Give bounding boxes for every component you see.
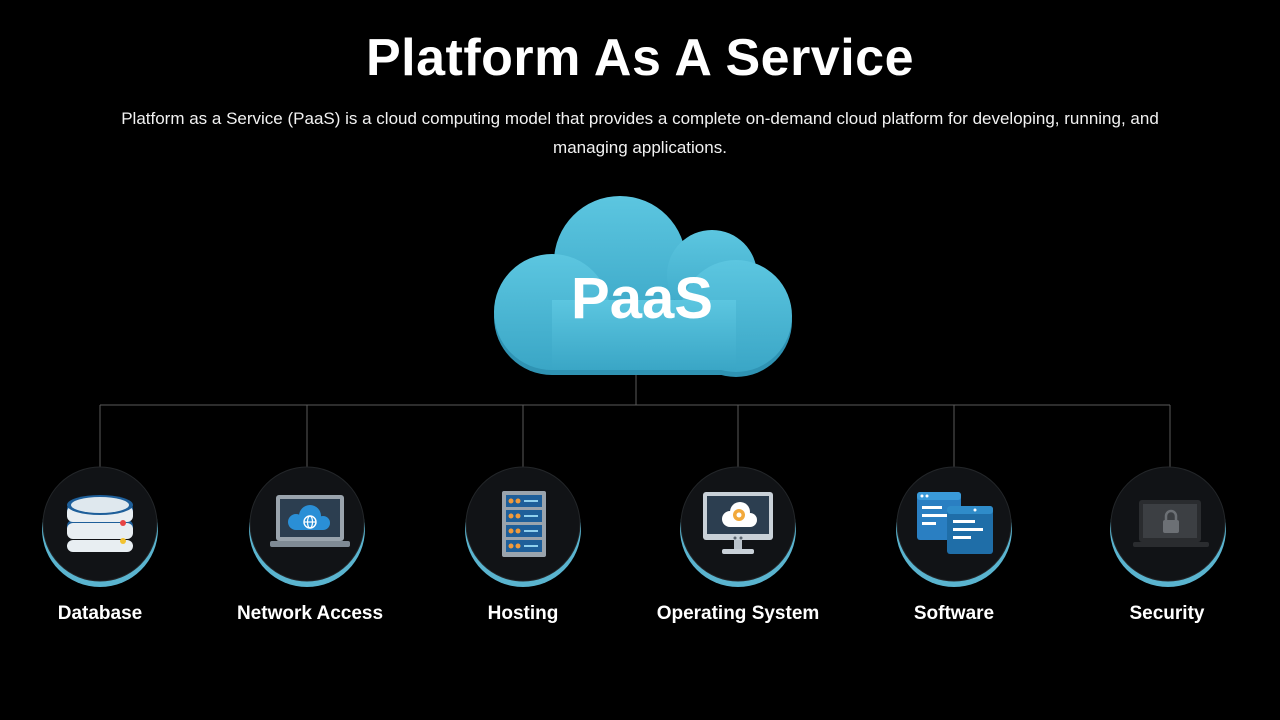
monitor-gear-icon bbox=[703, 492, 773, 554]
page-subtitle: Platform as a Service (PaaS) is a cloud … bbox=[121, 109, 1159, 157]
laptop-cloud-icon bbox=[270, 495, 350, 547]
item-label-database: Database bbox=[57, 603, 143, 624]
paas-cloud: PaaS bbox=[494, 196, 792, 377]
server-rack-icon bbox=[502, 491, 546, 557]
cloud-label: PaaS bbox=[571, 266, 713, 331]
icon-circles bbox=[42, 466, 1226, 587]
database-icon bbox=[67, 495, 133, 552]
item-label-hosting: Hosting bbox=[487, 603, 559, 624]
item-label-software: Software bbox=[913, 603, 995, 624]
item-label-network-access: Network Access bbox=[236, 603, 384, 624]
connector-lines bbox=[99, 372, 1171, 468]
app-windows-icon bbox=[917, 492, 993, 554]
page-title: Platform As A Service bbox=[365, 29, 915, 87]
item-label-operating-system: Operating System bbox=[656, 603, 820, 624]
laptop-lock-icon bbox=[1133, 500, 1209, 547]
item-label-security: Security bbox=[1129, 603, 1205, 624]
